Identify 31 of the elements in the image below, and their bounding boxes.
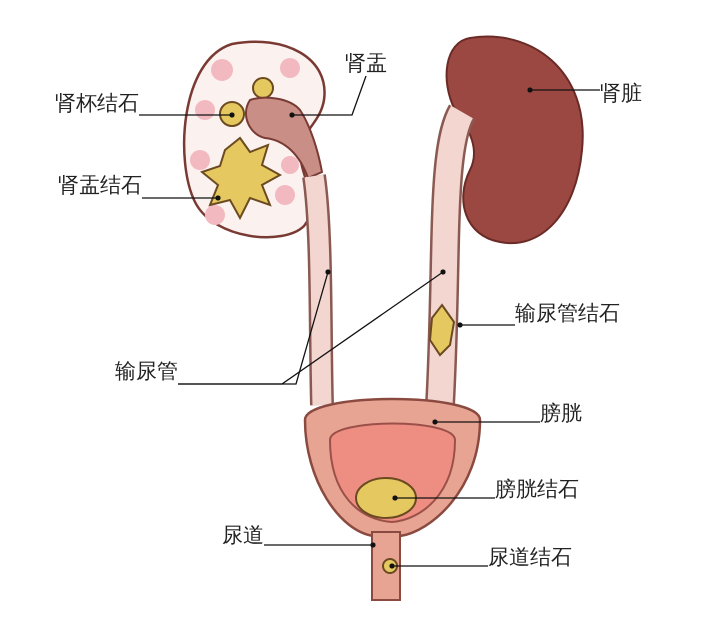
part-label: 膀胱 <box>540 400 582 426</box>
part-label: 输尿管 <box>115 358 178 384</box>
part-label: 输尿管结石 <box>515 300 620 326</box>
kidney-stone-drawing <box>200 136 282 220</box>
kidney-stone-drawing <box>219 77 274 127</box>
urethra-drawing <box>371 531 401 601</box>
leader-line <box>432 419 540 425</box>
part-label: 膀胱结石 <box>495 476 579 502</box>
ureter-drawing <box>302 174 334 406</box>
renal-pelvis-drawing <box>245 96 323 179</box>
part-label: 肾盂结石 <box>58 172 142 198</box>
part-label: 尿道结石 <box>488 544 572 570</box>
part-label: 肾脏 <box>600 80 642 106</box>
leader-line <box>527 87 600 93</box>
leader-line <box>392 495 495 501</box>
ureter-stone-drawing <box>428 303 456 357</box>
part-label: 肾杯结石 <box>55 90 139 116</box>
bladder-drawing <box>304 398 482 538</box>
ureter-drawing <box>425 106 476 406</box>
leader-line <box>139 112 235 118</box>
part-label: 尿道 <box>222 522 264 548</box>
leader-line <box>289 76 367 118</box>
leader-line <box>457 322 515 328</box>
bladder-stone-drawing <box>355 477 417 519</box>
leader-line <box>178 269 446 385</box>
leader-line <box>389 563 488 569</box>
leader-line <box>264 542 376 548</box>
leader-line <box>142 195 221 201</box>
kidney-drawing <box>446 36 584 244</box>
part-label: 肾盂 <box>345 50 387 76</box>
kidney-drawing <box>182 40 326 238</box>
